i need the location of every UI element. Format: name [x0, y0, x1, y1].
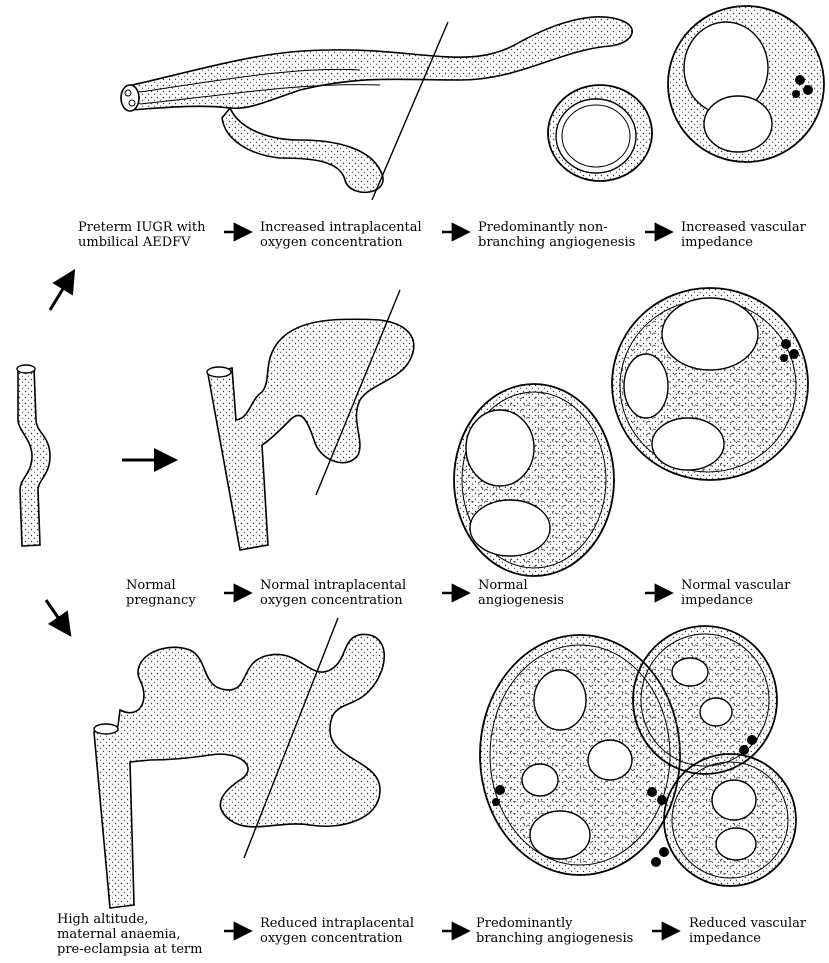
label-normal-impedance: Normal vascular impedance [681, 578, 790, 608]
label-normal-oxygen: Normal intraplacental oxygen concentrati… [260, 578, 406, 608]
label-normal-angiogenesis: Normal angiogenesis [478, 578, 564, 608]
label-high-altitude: High altitude, maternal anaemia, pre-ecl… [57, 912, 202, 957]
label-preterm-iugr: Preterm IUGR with umbilical AEDFV [78, 220, 206, 250]
label-normal-pregnancy: Normal pregnancy [126, 578, 196, 608]
branch-arrow-down [46, 600, 68, 632]
stem-villus-drawing [17, 365, 50, 546]
branch-arrow-up [50, 274, 72, 310]
bottom-cross-sections [480, 626, 796, 886]
bottom-villus-drawing [94, 618, 384, 908]
middle-cross-sections [454, 288, 808, 576]
label-increased-oxygen: Increased intraplacental oxygen concentr… [260, 220, 422, 250]
label-reduced-impedance: Reduced vascular impedance [689, 916, 806, 946]
label-branching-angiogenesis: Predominantly branching angiogenesis [476, 916, 633, 946]
middle-villus-drawing [207, 290, 414, 550]
label-increased-impedance: Increased vascular impedance [681, 220, 806, 250]
label-nonbranching-angiogenesis: Predominantly non- branching angiogenesi… [478, 220, 635, 250]
label-reduced-oxygen: Reduced intraplacental oxygen concentrat… [260, 916, 414, 946]
